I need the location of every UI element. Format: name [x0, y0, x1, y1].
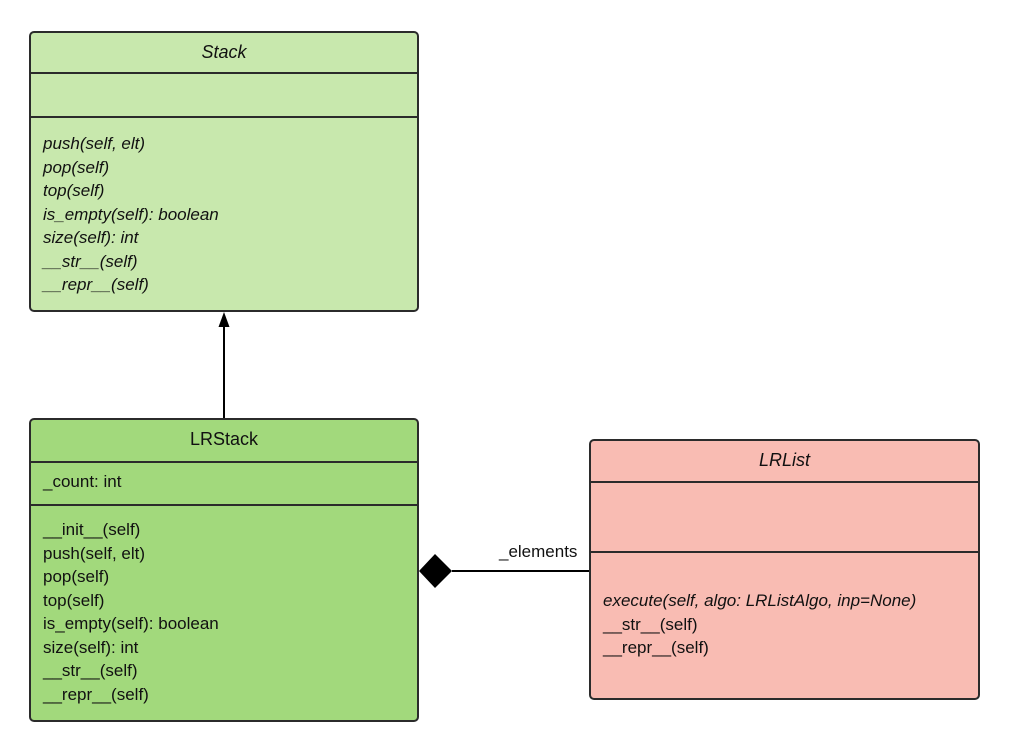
lrlist-attributes — [591, 483, 978, 553]
stack-operation: pop(self) — [43, 157, 110, 177]
lrstack-operations: __init__(self) push(self, elt) pop(self)… — [31, 506, 417, 706]
lrlist-class-name: LRList — [591, 441, 978, 483]
stack-operation: top(self) — [43, 181, 105, 200]
lrstack-operation: top(self) — [43, 590, 105, 610]
stack-class-name: Stack — [31, 33, 417, 74]
lrlist-class: LRList execute(self, algo: LRListAlgo, i… — [589, 439, 980, 700]
stack-class: Stack push(self, elt) pop(self) top(self… — [29, 31, 419, 312]
stack-operation: __str__(self) — [43, 251, 138, 271]
lrstack-operation: __repr__(self) — [43, 684, 149, 704]
composition-diamond — [419, 554, 452, 588]
stack-operation: push(self, elt) — [43, 134, 146, 153]
stack-attributes — [31, 74, 417, 118]
lrstack-class: LRStack _count: int __init__(self) push(… — [29, 418, 419, 722]
lrstack-operation: __init__(self) — [43, 520, 141, 539]
lrstack-operation: push(self, elt) — [43, 543, 146, 563]
lrstack-operation: is_empty(self): boolean — [43, 614, 219, 633]
generalization-arrowhead — [218, 312, 230, 327]
lrlist-operation: __repr__(self) — [603, 638, 709, 657]
lrstack-attribute: _count: int — [43, 472, 122, 491]
composition-association — [419, 554, 589, 588]
lrstack-operation: pop(self) — [43, 567, 110, 586]
lrlist-operations: execute(self, algo: LRListAlgo, inp=None… — [591, 553, 978, 660]
stack-operation: size(self): int — [43, 228, 139, 247]
lrstack-operation: __str__(self) — [43, 661, 138, 680]
stack-operation: __repr__(self) — [43, 275, 149, 294]
lrstack-class-name: LRStack — [31, 420, 417, 463]
lrstack-operation: size(self): int — [43, 637, 139, 657]
lrlist-operation: execute(self, algo: LRListAlgo, inp=None… — [603, 591, 917, 610]
stack-operations: push(self, elt) pop(self) top(self) is_e… — [31, 118, 417, 297]
lrlist-operation: __str__(self) — [603, 614, 698, 634]
stack-operation: is_empty(self): boolean — [43, 204, 219, 224]
composition-role-label: _elements — [499, 542, 578, 561]
lrstack-attributes: _count: int — [31, 463, 417, 506]
generalization-arrow — [218, 312, 230, 418]
